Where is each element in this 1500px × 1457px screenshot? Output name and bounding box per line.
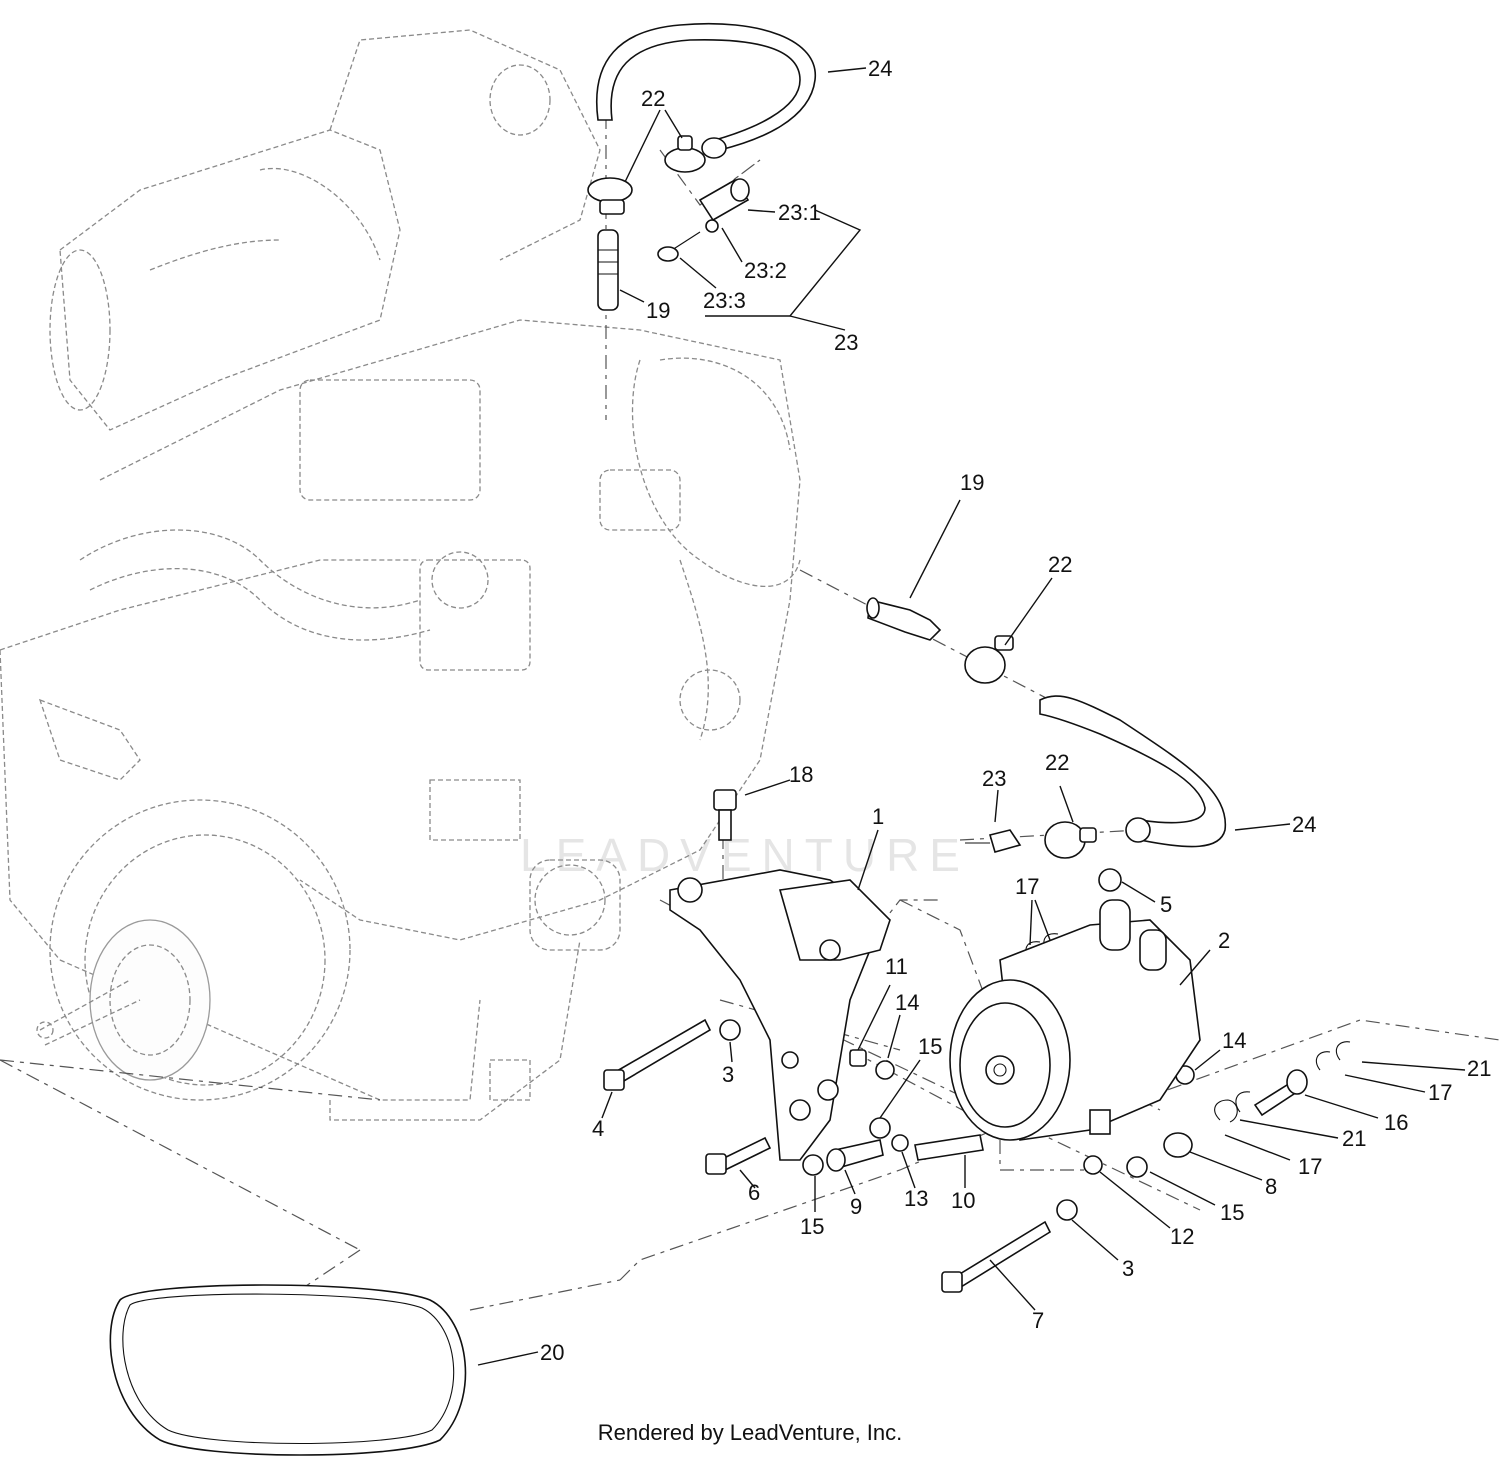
- callout-21a: 21: [1467, 1056, 1491, 1081]
- ac-compressor: [949, 899, 1201, 1141]
- callout-14a: 14: [895, 990, 919, 1015]
- callout-19a: 19: [646, 298, 670, 323]
- callout-15c: 15: [800, 1214, 824, 1239]
- leader-lines: [477, 67, 1466, 1366]
- callout-12: 12: [1170, 1224, 1194, 1249]
- callout-23-2: 23:2: [744, 258, 787, 283]
- callout-16: 16: [1384, 1110, 1408, 1135]
- callout-24a: 24: [868, 56, 892, 81]
- callout-20: 20: [540, 1340, 564, 1365]
- watermark: LEADVENTURE: [520, 829, 970, 881]
- callout-3b: 3: [1122, 1256, 1134, 1281]
- callout-3a: 3: [722, 1062, 734, 1087]
- callout-17c: 17: [1298, 1154, 1322, 1179]
- callout-23-1: 23:1: [778, 200, 821, 225]
- lower-hose-assembly: [866, 597, 1227, 859]
- callout-9: 9: [850, 1194, 862, 1219]
- mount-bracket: [669, 869, 891, 1161]
- callout-8: 8: [1265, 1174, 1277, 1199]
- callout-11: 11: [885, 954, 908, 979]
- callout-4: 4: [592, 1116, 604, 1141]
- callout-15a: 15: [918, 1034, 942, 1059]
- callout-21b: 21: [1342, 1126, 1366, 1151]
- callout-10: 10: [951, 1188, 975, 1213]
- callout-18: 18: [789, 762, 813, 787]
- callout-22a: 22: [641, 86, 665, 111]
- callout-23-3: 23:3: [703, 288, 746, 313]
- callout-23b: 23: [982, 766, 1006, 791]
- callout-17b: 17: [1428, 1080, 1452, 1105]
- callout-19b: 19: [960, 470, 984, 495]
- callout-22c: 22: [1045, 750, 1069, 775]
- callout-7: 7: [1032, 1308, 1044, 1333]
- drive-belt: [109, 1284, 467, 1456]
- callout-6: 6: [748, 1180, 760, 1205]
- render-credit: Rendered by LeadVenture, Inc.: [597, 1420, 903, 1445]
- callout-1: 1: [872, 804, 884, 829]
- callout-14b: 14: [1222, 1028, 1246, 1053]
- callout-5: 5: [1160, 892, 1172, 917]
- upper-hose-assembly: [587, 22, 816, 311]
- engine-assembly: [0, 29, 801, 1121]
- hardware: [603, 789, 1351, 1293]
- callout-24b: 24: [1292, 812, 1316, 837]
- callout-13: 13: [904, 1186, 928, 1211]
- callout-17a: 17: [1015, 874, 1039, 899]
- callout-23a: 23: [834, 330, 858, 355]
- callout-22b: 22: [1048, 552, 1072, 577]
- callout-2: 2: [1218, 928, 1230, 953]
- callout-15b: 15: [1220, 1200, 1244, 1225]
- callout-labels: 24 22 23:1 23:2 23:3 19 23 19 22 18 23 2…: [540, 56, 1491, 1365]
